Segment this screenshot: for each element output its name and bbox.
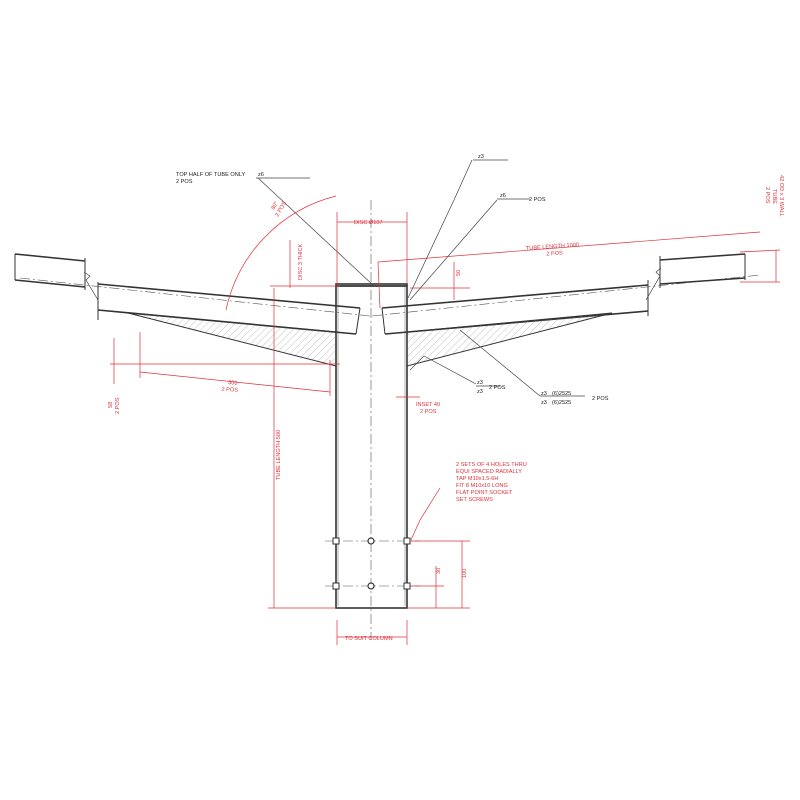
rise-dimension: 50 [456,270,462,276]
disc-weld-side-size: z6 [500,193,506,199]
gusset-height: 58 [108,402,114,408]
top-half-weld-size: z6 [258,172,264,178]
branch-tube-qty: 2 POS [546,250,563,257]
hole-note-line: FLAT POINT SOCKET [456,490,513,496]
angle-value: 80° [271,201,280,211]
hole-note-line: 2 SETS OF 4 HOLES THRU [456,462,527,468]
gussets [127,312,613,367]
inset-qty: 2 POS [420,409,437,415]
top-half-note: TOP HALF OF TUBE ONLY [176,172,245,178]
hole-spacing-30: 30 [436,568,442,574]
gusset-length: 300 [228,380,238,387]
disc-diameter: DISC Ø107 [354,220,383,226]
hole-note-line: SET SCREWS [456,497,493,503]
hole-note-line: EQUI SPACED RADIALLY [456,469,522,475]
inset-dimension: INSET 40 [416,402,440,408]
inset-weld-size-top: z3 [477,380,483,386]
dimension-lines [110,195,781,645]
center-lines [19,200,761,640]
inset-weld-size-bottom: z3 [477,389,483,395]
tube-od-line2: TUBE [771,189,777,204]
disc-weld-top-size: z3 [478,154,484,160]
disc-weld-side-qty: 2 POS [529,197,546,203]
tube-od-line3: 2 POS [764,187,770,204]
hole-spacing-100: 100 [462,569,468,578]
branch-tube-length: TUBE LENGTH 1000 [526,242,579,252]
disc-thickness: DISC 3 THICK [298,243,304,280]
gusset-height-qty: 2 POS [115,397,121,414]
column-tube [335,283,408,609]
set-screw-holes [332,537,411,590]
gusset-weld-size-bottom: z3 [541,400,547,406]
gusset-weld-qty: 2 POS [592,396,609,402]
gusset-weld-size-top: z3 [541,391,547,397]
inset-weld-qty: 2 POS [489,385,506,391]
column-tube-length: TUBE LENGTH 500 [276,430,282,480]
hole-note-line: FIT 8 M10x10 LONG [456,483,508,489]
weld-leaders [256,159,585,397]
gusset-length-qty: 2 POS [221,386,238,393]
hole-note-line: TAP M10x1.5-6H [456,476,498,482]
hole-note: 2 SETS OF 4 HOLES THRU EQUI SPACED RADIA… [456,462,527,503]
top-half-qty: 2 POS [176,179,193,185]
gusset-weld-spec-bottom: (6)2525 [552,400,571,406]
tube-od-line1: 42 OD x 3 WALL [778,175,784,217]
gusset-weld-spec-top: (6)2525 [552,391,571,397]
column-width: TO SUIT COLUMN [345,636,393,642]
